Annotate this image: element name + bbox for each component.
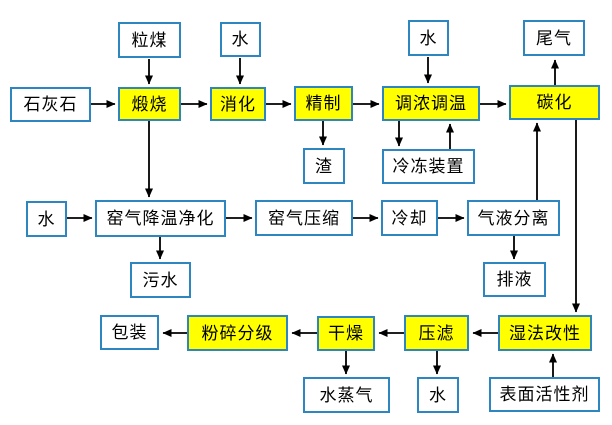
node-cooling: 冷却 <box>381 200 438 236</box>
node-slag: 渣 <box>303 148 345 184</box>
node-press-filter: 压滤 <box>404 315 469 351</box>
node-limestone: 石灰石 <box>10 87 91 122</box>
node-freezing-device: 冷冻装置 <box>382 149 475 184</box>
node-coal: 粒煤 <box>118 22 181 58</box>
node-water-to-conditioning: 水 <box>408 20 449 56</box>
node-packaging: 包装 <box>100 315 159 350</box>
node-conditioning: 调浓调温 <box>382 86 480 121</box>
node-sewage: 污水 <box>130 262 191 298</box>
node-surfactant: 表面活性剂 <box>489 377 600 412</box>
node-tail-gas: 尾气 <box>523 20 585 56</box>
node-calcination: 煅烧 <box>118 87 181 121</box>
node-wet-modification: 湿法改性 <box>498 315 592 351</box>
node-refining: 精制 <box>294 86 353 121</box>
node-carbonization: 碳化 <box>509 85 600 120</box>
node-water-to-purify: 水 <box>26 201 67 237</box>
node-crushing-classify: 粉碎分级 <box>187 315 288 351</box>
node-water-from-filter: 水 <box>417 377 459 413</box>
node-digestion: 消化 <box>210 87 266 121</box>
node-water-to-digestion: 水 <box>220 22 261 57</box>
node-steam: 水蒸气 <box>303 377 390 413</box>
node-gas-liquid-separation: 气液分离 <box>467 200 560 236</box>
node-kiln-gas-purify: 窑气降温净化 <box>95 200 226 237</box>
node-kiln-gas-compress: 窑气压缩 <box>255 200 353 236</box>
node-drain: 排液 <box>483 262 546 297</box>
node-drying: 干燥 <box>317 316 375 351</box>
